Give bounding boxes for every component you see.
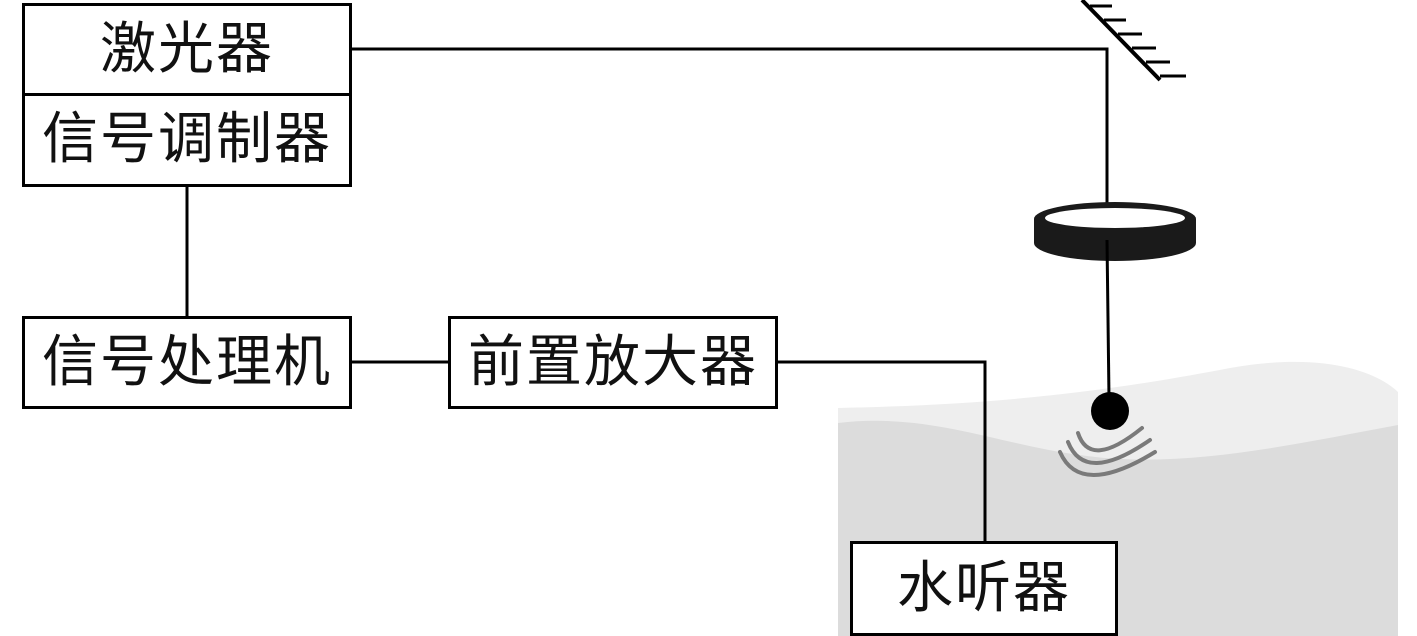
hydrophone-label: 水听器 [897,555,1071,621]
signal-modulator-label: 信号调制器 [42,107,332,172]
laser-to-mirror-line [352,47,1109,210]
preamplifier-box: 前置放大器 [448,316,778,409]
signal-modulator-box: 信号调制器 [22,93,352,187]
laser-box: 激光器 [22,3,352,96]
preamplifier-label: 前置放大器 [468,329,758,395]
ball-icon [1091,392,1129,430]
signal-processor-label: 信号处理机 [42,329,332,395]
sound-wave-icon [1058,426,1157,477]
preamp-to-hydrophone-line [778,360,987,541]
mirror-icon [1080,0,1186,82]
hydrophone-box: 水听器 [850,541,1118,636]
laser-label: 激光器 [100,16,274,82]
signal-processor-box: 信号处理机 [22,316,352,409]
lens-icon [1034,202,1196,261]
lens-to-ball-line [1105,239,1111,399]
